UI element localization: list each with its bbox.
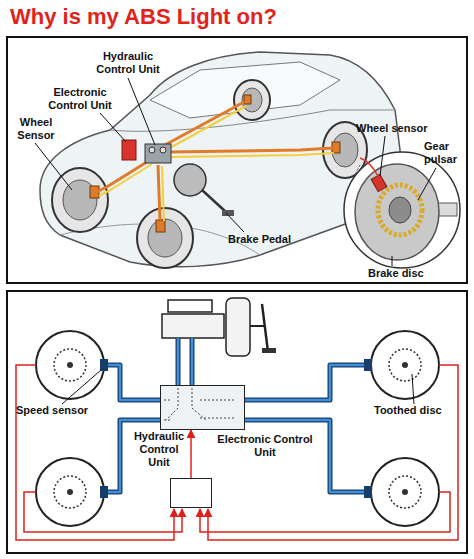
- hub: [402, 362, 408, 368]
- brake-caliper: [244, 95, 251, 104]
- hydraulic-unit-box: Hydraulic Control Unit: [160, 385, 245, 430]
- brake-line: [108, 338, 364, 492]
- leader-line: [418, 168, 436, 200]
- ecu-module: [122, 140, 136, 160]
- leader-line: [380, 136, 385, 176]
- speed-sensor: [364, 486, 372, 498]
- brake-disc: [148, 219, 182, 257]
- unit-label: Electronic Control Unit: [217, 433, 313, 459]
- brake-line: [97, 160, 150, 192]
- hub: [402, 489, 408, 495]
- brake-disc: [332, 133, 358, 167]
- wheel: [36, 458, 104, 526]
- sensor-wire: [24, 492, 182, 532]
- panel-frame: [7, 37, 467, 283]
- brake-booster: [174, 164, 206, 196]
- push-rod: [250, 325, 265, 327]
- valve: [149, 147, 155, 153]
- brake-line: [158, 165, 160, 220]
- pedal-lever: [262, 304, 268, 352]
- part-label: Toothed disc: [374, 404, 462, 417]
- brake-line: [165, 102, 244, 145]
- brake-caliper: [332, 142, 340, 153]
- speed-sensor: [364, 359, 372, 371]
- pedal-pad: [262, 348, 276, 353]
- hub: [67, 362, 73, 368]
- sensor-wire: [200, 492, 450, 532]
- wheel: [234, 80, 270, 120]
- wheel: [371, 331, 439, 399]
- valve-path: [164, 388, 236, 420]
- part-label: Gear pulsar: [424, 140, 466, 166]
- hydraulic-unit: [145, 144, 171, 163]
- wheel-sensor: [371, 174, 387, 191]
- page-title: Why is my ABS Light on?: [10, 3, 277, 31]
- pedal-lever: [202, 190, 226, 212]
- part-label: Speed sensor: [16, 404, 106, 417]
- unit-fill: [160, 385, 245, 430]
- wheel: [52, 168, 108, 232]
- wheel: [137, 208, 193, 268]
- master-cylinder: [162, 314, 224, 338]
- leader-line: [128, 78, 155, 145]
- leader-line: [392, 256, 393, 266]
- brake-caliper: [156, 220, 165, 232]
- magnified-view: [344, 152, 460, 268]
- toothed-disc: [54, 476, 86, 508]
- unit-label: Hydraulic Control Unit: [131, 430, 187, 469]
- speed-sensor: [100, 359, 108, 371]
- toothed-disc: [389, 476, 421, 508]
- leader-line: [100, 113, 126, 142]
- leader-line: [412, 374, 414, 404]
- sensor-wire: [162, 166, 164, 221]
- part-label: Brake Pedal: [228, 233, 308, 246]
- wheel: [36, 331, 104, 399]
- part-label: Wheel sensor: [356, 122, 446, 135]
- part-label: Hydraulic Control Unit: [88, 50, 168, 76]
- fluid-reservoir: [168, 300, 212, 312]
- brake-line: [170, 148, 333, 152]
- brake-booster: [226, 298, 250, 356]
- gear-pulsar: [378, 185, 422, 235]
- signal-wire: [190, 430, 192, 478]
- leader-line: [226, 213, 244, 232]
- brake-disc: [242, 88, 262, 112]
- speed-sensor: [100, 486, 108, 498]
- car-body: [40, 52, 400, 267]
- leader-line: [62, 370, 101, 404]
- valve: [160, 147, 166, 153]
- sensor-wire: [170, 153, 334, 157]
- sensor-wire: [168, 106, 246, 149]
- brake-line: [108, 338, 364, 492]
- sensor-wire: [360, 158, 378, 176]
- toothed-disc: [389, 349, 421, 381]
- part-label: Brake disc: [368, 267, 438, 280]
- leader-line: [35, 143, 72, 190]
- brake-disc: [355, 164, 439, 260]
- sensor-wire: [99, 164, 152, 196]
- control-unit-box: Electronic Control Unit: [170, 478, 212, 508]
- hub: [389, 197, 411, 223]
- wheel: [371, 458, 439, 526]
- part-label: Wheel Sensor: [12, 116, 60, 142]
- part-label: Electronic Control Unit: [40, 86, 120, 112]
- panel-frame: [7, 291, 467, 553]
- sensor-wire: [208, 365, 458, 540]
- toothed-disc: [54, 349, 86, 381]
- hub: [67, 489, 73, 495]
